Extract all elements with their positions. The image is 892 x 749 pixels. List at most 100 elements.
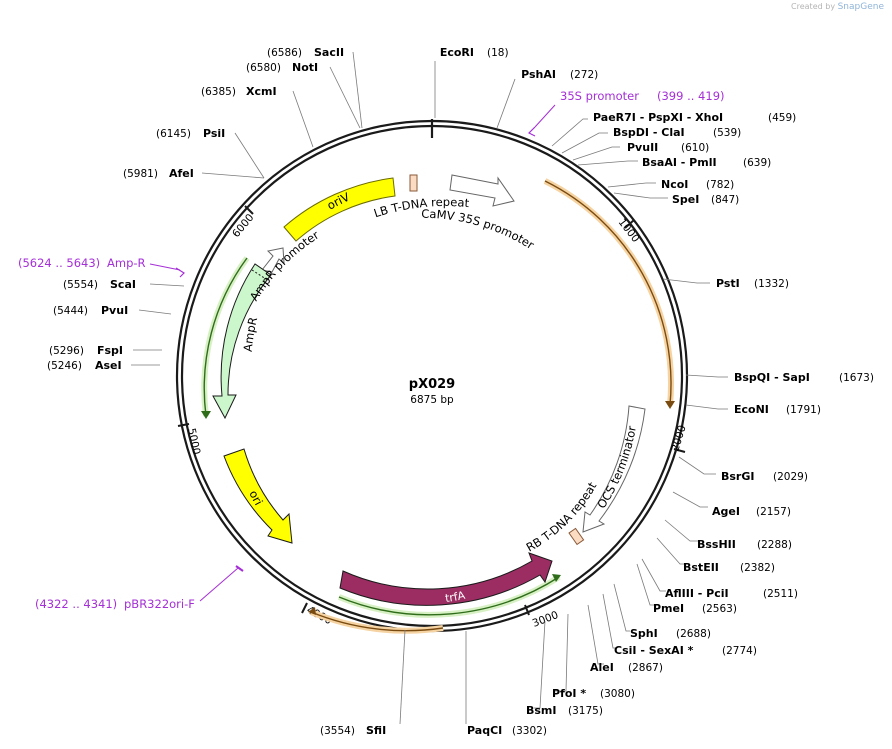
enzyme-PaeR7I-PspXI-XhoI[interactable]: PaeR7I - PspXI - XhoI (459) xyxy=(593,111,796,124)
enzyme-AleI[interactable]: AleI (2867) xyxy=(590,661,663,674)
primer-labels: 35S promoter (399 .. 419) (5624 .. 5643)… xyxy=(18,89,725,611)
enzyme-PfoI[interactable]: PfoI * (3080) xyxy=(552,687,635,700)
enzyme-BsaAI-PmlI[interactable]: BsaAI - PmlI (639) xyxy=(642,156,771,169)
plasmid-name: pX029 xyxy=(409,377,455,392)
enzyme-AflIII-PciI[interactable]: AflIII - PciI (2511) xyxy=(665,587,798,600)
svg-text:EcoRI: EcoRI xyxy=(440,46,474,59)
tick-2000: 2000 xyxy=(669,424,689,453)
enzyme-EcoRI[interactable]: EcoRI (18) xyxy=(440,46,509,59)
svg-text:pBR322ori-F: pBR322ori-F xyxy=(124,597,195,611)
ampr-label: AmpR xyxy=(241,316,261,353)
svg-text:PmeI: PmeI xyxy=(653,602,684,615)
svg-text:(539): (539) xyxy=(713,127,741,139)
oriv-feature[interactable] xyxy=(283,177,396,242)
primer-35s-promoter[interactable]: 35S promoter (399 .. 419) xyxy=(560,89,725,103)
svg-text:(459): (459) xyxy=(768,112,796,124)
svg-text:(6580): (6580) xyxy=(246,62,281,74)
enzyme-PvuII[interactable]: PvuII (610) xyxy=(627,141,709,154)
camv-label: CaMV 35S promoter xyxy=(421,207,537,252)
svg-text:(3175): (3175) xyxy=(568,705,603,717)
enzyme-EcoNI[interactable]: EcoNI (1791) xyxy=(734,403,821,416)
enzyme-AgeI[interactable]: AgeI (2157) xyxy=(712,505,791,518)
svg-text:AflIII - PciI: AflIII - PciI xyxy=(665,587,729,600)
svg-text:3000: 3000 xyxy=(531,609,560,630)
svg-text:(847): (847) xyxy=(711,194,739,206)
svg-text:5000: 5000 xyxy=(185,427,202,456)
svg-text:(782): (782) xyxy=(706,179,734,191)
svg-text:(2288): (2288) xyxy=(757,539,792,551)
rb-repeat-feature[interactable] xyxy=(568,527,585,546)
primer-amp-r[interactable]: (5624 .. 5643) Amp-R xyxy=(18,256,146,270)
ampr-feature[interactable] xyxy=(212,263,272,420)
enzyme-NcoI[interactable]: NcoI (782) xyxy=(661,178,734,191)
primer-pbr322ori-f[interactable]: (4322 .. 4341) pBR322ori-F xyxy=(35,597,195,611)
ampr-promoter-feature[interactable] xyxy=(261,247,285,273)
snapgene-credit: Created by SnapGene xyxy=(791,2,884,12)
enzyme-BspQI-SapI[interactable]: BspQI - SapI (1673) xyxy=(734,371,874,384)
enzyme-AfeI[interactable]: (5981) AfeI xyxy=(123,167,194,180)
snapgene-logo: SnapGene xyxy=(837,2,884,12)
enzyme-NotI[interactable]: (6580) NotI xyxy=(246,61,318,74)
enzyme-ScaI[interactable]: (5554) ScaI xyxy=(63,278,136,291)
svg-text:(18): (18) xyxy=(487,47,509,59)
enzyme-BsrGI[interactable]: BsrGI (2029) xyxy=(721,470,808,483)
enzyme-BstEII[interactable]: BstEII (2382) xyxy=(683,561,775,574)
svg-text:(1791): (1791) xyxy=(786,404,821,416)
primer-markers xyxy=(149,104,556,602)
svg-text:BsaAI - PmlI: BsaAI - PmlI xyxy=(642,156,717,169)
svg-text:(2029): (2029) xyxy=(773,471,808,483)
svg-text:PaqCI: PaqCI xyxy=(467,724,502,737)
svg-text:SpeI: SpeI xyxy=(672,193,699,206)
svg-text:AgeI: AgeI xyxy=(712,505,740,518)
enzyme-SpeI[interactable]: SpeI (847) xyxy=(672,193,739,206)
svg-text:(5296): (5296) xyxy=(49,345,84,357)
enzyme-PmeI[interactable]: PmeI (2563) xyxy=(653,602,737,615)
ori-feature[interactable] xyxy=(223,448,293,544)
ocs-terminator-feature[interactable] xyxy=(582,405,646,533)
svg-text:PstI: PstI xyxy=(716,277,740,290)
svg-text:BssHII: BssHII xyxy=(697,538,736,551)
svg-text:(2563): (2563) xyxy=(702,603,737,615)
enzyme-BssHII[interactable]: BssHII (2288) xyxy=(697,538,792,551)
svg-text:(2511): (2511) xyxy=(763,588,798,600)
svg-text:(6385): (6385) xyxy=(201,86,236,98)
camv-35s-promoter-feature[interactable] xyxy=(449,174,515,207)
svg-text:(6586): (6586) xyxy=(267,47,302,59)
trfa-label: trfA xyxy=(444,589,466,605)
svg-text:(2867): (2867) xyxy=(628,662,663,674)
enzyme-CsiI-SexAI[interactable]: CsiI - SexAI * (2774) xyxy=(614,644,757,657)
svg-text:PfoI *: PfoI * xyxy=(552,687,586,700)
enzyme-PstI[interactable]: PstI (1332) xyxy=(716,277,789,290)
enzyme-PaqCI[interactable]: PaqCI (3302) xyxy=(467,724,547,737)
lb-repeat-feature[interactable] xyxy=(409,174,418,192)
ocs-terminator-label: OCS terminator xyxy=(594,425,639,511)
svg-text:(5981): (5981) xyxy=(123,168,158,180)
svg-text:PshAI: PshAI xyxy=(521,68,556,81)
svg-text:(3080): (3080) xyxy=(600,688,635,700)
svg-text:(5554): (5554) xyxy=(63,279,98,291)
enzyme-BspDI-ClaI[interactable]: BspDI - ClaI (539) xyxy=(613,126,741,139)
enzyme-PshAI[interactable]: PshAI (272) xyxy=(521,68,598,81)
svg-text:EcoNI: EcoNI xyxy=(734,403,769,416)
trfa-feature[interactable] xyxy=(339,552,553,606)
svg-text:(639): (639) xyxy=(743,157,771,169)
svg-text:FspI: FspI xyxy=(97,344,123,357)
enzyme-BsmI[interactable]: BsmI (3175) xyxy=(526,704,603,717)
svg-text:(2382): (2382) xyxy=(740,562,775,574)
enzyme-PvuI[interactable]: (5444) PvuI xyxy=(53,304,128,317)
enzyme-XcmI[interactable]: (6385) XcmI xyxy=(201,85,277,98)
enzyme-SacII[interactable]: (6586) SacII xyxy=(267,46,344,59)
svg-text:SphI: SphI xyxy=(630,627,658,640)
enzyme-SfiI[interactable]: (3554) SfiI xyxy=(320,724,386,737)
enzyme-AseI[interactable]: (5246) AseI xyxy=(47,359,122,372)
svg-text:BspDI - ClaI: BspDI - ClaI xyxy=(613,126,685,139)
svg-text:35S promoter: 35S promoter xyxy=(560,89,639,103)
plasmid-length: 6875 bp xyxy=(410,394,454,406)
enzyme-SphI[interactable]: SphI (2688) xyxy=(630,627,711,640)
orf-arcs xyxy=(201,178,675,634)
svg-text:PsiI: PsiI xyxy=(203,127,225,140)
enzyme-FspI[interactable]: (5296) FspI xyxy=(49,344,123,357)
enzyme-PsiI[interactable]: (6145) PsiI xyxy=(156,127,225,140)
enzyme-labels: EcoRI (18) PshAI (272) PaeR7I - PspXI - … xyxy=(47,46,874,737)
